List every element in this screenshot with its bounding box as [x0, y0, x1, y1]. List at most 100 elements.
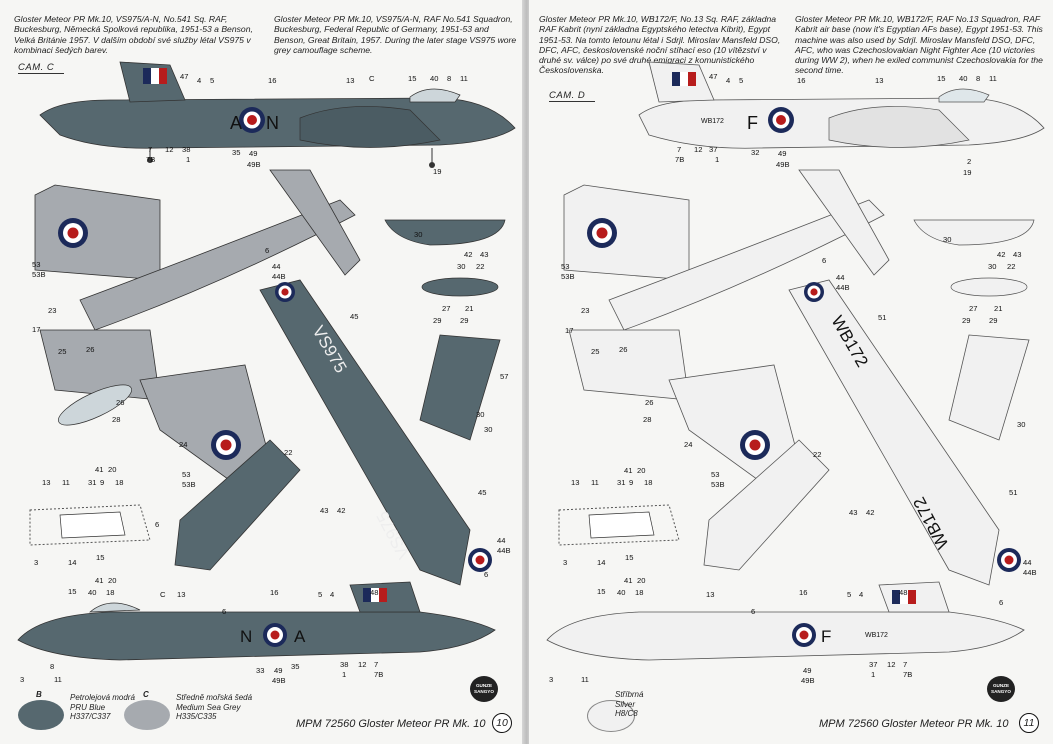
callout: 13: [177, 590, 186, 599]
page-number: 10: [492, 713, 512, 733]
callout: 19: [433, 167, 442, 176]
callout: 20: [637, 466, 646, 475]
swatch-pru-blue: [18, 700, 64, 730]
callout: 7B: [146, 155, 156, 164]
callout: 18: [106, 588, 115, 597]
callout: 40: [430, 74, 439, 83]
callout: 22: [476, 262, 485, 271]
callout: 8: [976, 74, 981, 83]
callout: 15: [96, 553, 105, 562]
callout: 32: [751, 148, 760, 157]
tank-details: [384, 219, 506, 297]
callout: 6: [222, 607, 227, 616]
code-letter-a: A: [230, 113, 242, 133]
callout: 24: [684, 440, 693, 449]
plan-view-underside: VS975 VS975: [174, 279, 501, 586]
callout: 23: [581, 306, 590, 315]
callout: 1: [186, 155, 191, 164]
callout: 3: [549, 675, 554, 684]
callout: 13: [571, 478, 580, 487]
callout: 23: [48, 306, 57, 315]
callout: 7: [148, 145, 153, 154]
callout: 16: [268, 76, 277, 85]
callout: 5: [318, 590, 323, 599]
callout: 51: [878, 313, 887, 322]
callout: 53B: [182, 480, 196, 489]
callout: 13: [875, 76, 884, 85]
callout: 6: [484, 570, 489, 579]
callout: 15: [937, 74, 946, 83]
callout: 21: [465, 304, 474, 313]
callout: 43: [1013, 250, 1022, 259]
callout: 7: [903, 660, 908, 669]
callout: 11: [460, 74, 468, 83]
callout: 44: [836, 273, 845, 282]
callout: 9: [100, 478, 105, 487]
callout: 41: [624, 576, 633, 585]
callout: 1: [715, 155, 720, 164]
plan-view-upper: [563, 169, 890, 496]
serial-side-bottom: WB172: [865, 632, 888, 639]
callout: 11: [581, 675, 589, 684]
callout: 41: [624, 466, 633, 475]
callout: 1: [871, 670, 876, 679]
camouflage-label: CAM. D: [549, 90, 596, 102]
callout: 4: [726, 76, 731, 85]
callout: 48: [370, 588, 379, 597]
callout: 1: [342, 670, 347, 679]
page-number: 11: [1019, 713, 1039, 733]
footer-title: MPM 72560 Gloster Meteor PR Mk. 10: [296, 718, 486, 730]
callout: 29: [962, 316, 971, 325]
callout: 40: [959, 74, 968, 83]
callout: 18: [644, 478, 653, 487]
callout: 22: [284, 448, 293, 457]
callout: 13: [42, 478, 51, 487]
callout: 11: [54, 675, 62, 684]
callout: 17: [565, 326, 574, 335]
callout: 29: [460, 316, 469, 325]
callout: 3: [34, 558, 39, 567]
callout: 6: [999, 598, 1004, 607]
callout: 51: [1009, 488, 1018, 497]
callout: 29: [989, 316, 998, 325]
callout: 53: [182, 470, 191, 479]
callout: 14: [597, 558, 606, 567]
right-drawings: F WB172 WB172 WB172: [546, 61, 1045, 661]
callout: 24: [179, 440, 188, 449]
callout: 35: [291, 662, 300, 671]
callout: 17: [32, 325, 41, 334]
callout: 41: [95, 465, 104, 474]
description-english: Gloster Meteor PR Mk.10, VS975/A-N, RAF …: [274, 14, 517, 55]
callout: 4: [197, 76, 202, 85]
callout: 44B: [836, 283, 850, 292]
callout: 57: [500, 372, 509, 381]
page-right: Gloster Meteor PR Mk.10, WB172/F, No.13 …: [529, 0, 1053, 744]
callout: 11: [62, 478, 70, 487]
callout: 29: [433, 316, 442, 325]
callout: 7: [677, 145, 682, 154]
callout: 12: [887, 660, 896, 669]
callout: 15: [597, 587, 606, 596]
callout: 7B: [374, 670, 384, 679]
callout: 53B: [561, 272, 575, 281]
swatch-medium-sea-grey: [124, 700, 170, 730]
callout: 6: [751, 607, 756, 616]
callout: 43: [849, 508, 858, 517]
callout: 15: [625, 553, 634, 562]
callout: 6: [155, 520, 160, 529]
callout: 7B: [903, 670, 913, 679]
callout: 30: [1017, 420, 1026, 429]
callout: 33: [256, 666, 265, 675]
callout: 7: [374, 660, 379, 669]
callout: 43: [480, 250, 489, 259]
callout: 42: [464, 250, 473, 259]
callout: 15: [408, 74, 417, 83]
callout: 44B: [1023, 568, 1037, 577]
callout: 3: [563, 558, 568, 567]
callout: 49B: [272, 676, 286, 685]
footer-title: MPM 72560 Gloster Meteor PR Mk. 10: [819, 718, 1009, 730]
callout: 28: [112, 415, 121, 424]
callout: 49: [249, 149, 258, 158]
